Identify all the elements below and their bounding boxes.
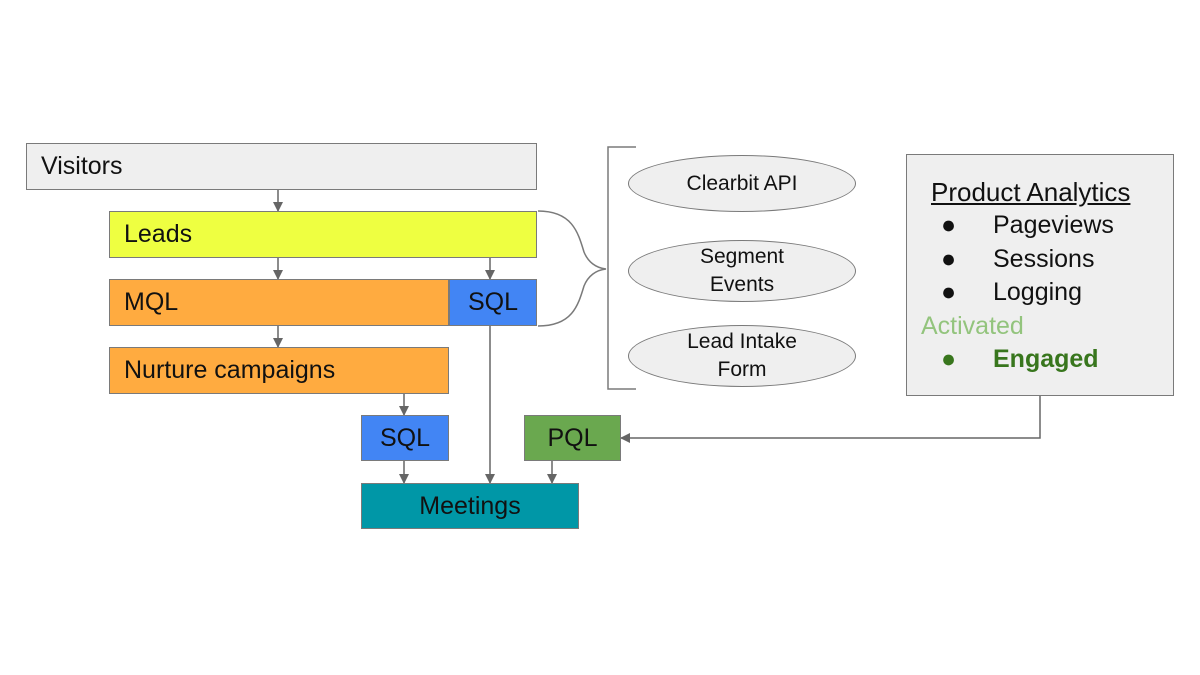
lead-intake-form-oval: Lead Intake Form <box>628 325 856 387</box>
clearbit-api-oval: Clearbit API <box>628 155 856 212</box>
sql-side-box: SQL <box>449 279 537 326</box>
sql-bottom-label: SQL <box>379 423 431 452</box>
activated-label: Activated <box>921 312 1024 340</box>
product-analytics-panel: Product Analytics ● Pageviews ● Sessions… <box>906 154 1174 396</box>
nurture-campaigns-box: Nurture campaigns <box>109 347 449 394</box>
sql-bottom-box: SQL <box>361 415 449 461</box>
logging-label: Logging <box>993 278 1082 306</box>
mql-box: MQL <box>109 279 449 326</box>
pageviews-label: Pageviews <box>993 211 1114 239</box>
bullet-icon: ● <box>941 345 957 373</box>
leads-box: Leads <box>109 211 537 258</box>
product-analytics-title: Product Analytics <box>931 177 1131 207</box>
meetings-box: Meetings <box>361 483 579 529</box>
visitors-label: Visitors <box>41 152 123 180</box>
pql-label: PQL <box>547 423 598 452</box>
list-item-pageviews: ● Pageviews <box>907 211 1173 243</box>
mql-label: MQL <box>124 288 179 316</box>
leads-label: Leads <box>124 220 193 248</box>
arrow-analytics-to-pql <box>620 396 1041 443</box>
lead-intake-form-line-1: Lead Intake <box>687 330 797 353</box>
visitors-box: Visitors <box>26 143 537 190</box>
segment-events-oval: Segment Events <box>628 240 856 302</box>
list-item-engaged: ● Engaged <box>907 345 1173 377</box>
bullet-icon: ● <box>941 245 957 273</box>
sql-side-label: SQL <box>467 288 519 316</box>
lead-intake-form-line-2: Form <box>717 358 767 381</box>
bullet-icon: ● <box>941 211 957 239</box>
segment-events-line-1: Segment <box>699 245 785 268</box>
list-item-logging: ● Logging <box>907 278 1173 310</box>
meetings-label: Meetings <box>419 491 521 520</box>
small-brace <box>537 210 607 327</box>
pql-box: PQL <box>524 415 621 461</box>
sessions-label: Sessions <box>993 245 1095 273</box>
bullet-icon: ● <box>941 278 957 306</box>
engaged-label: Engaged <box>993 345 1099 373</box>
nurture-campaigns-label: Nurture campaigns <box>124 356 336 384</box>
segment-events-line-2: Events <box>709 273 775 296</box>
large-bracket <box>607 146 636 390</box>
clearbit-api-label: Clearbit API <box>686 171 798 195</box>
list-item-sessions: ● Sessions <box>907 245 1173 277</box>
